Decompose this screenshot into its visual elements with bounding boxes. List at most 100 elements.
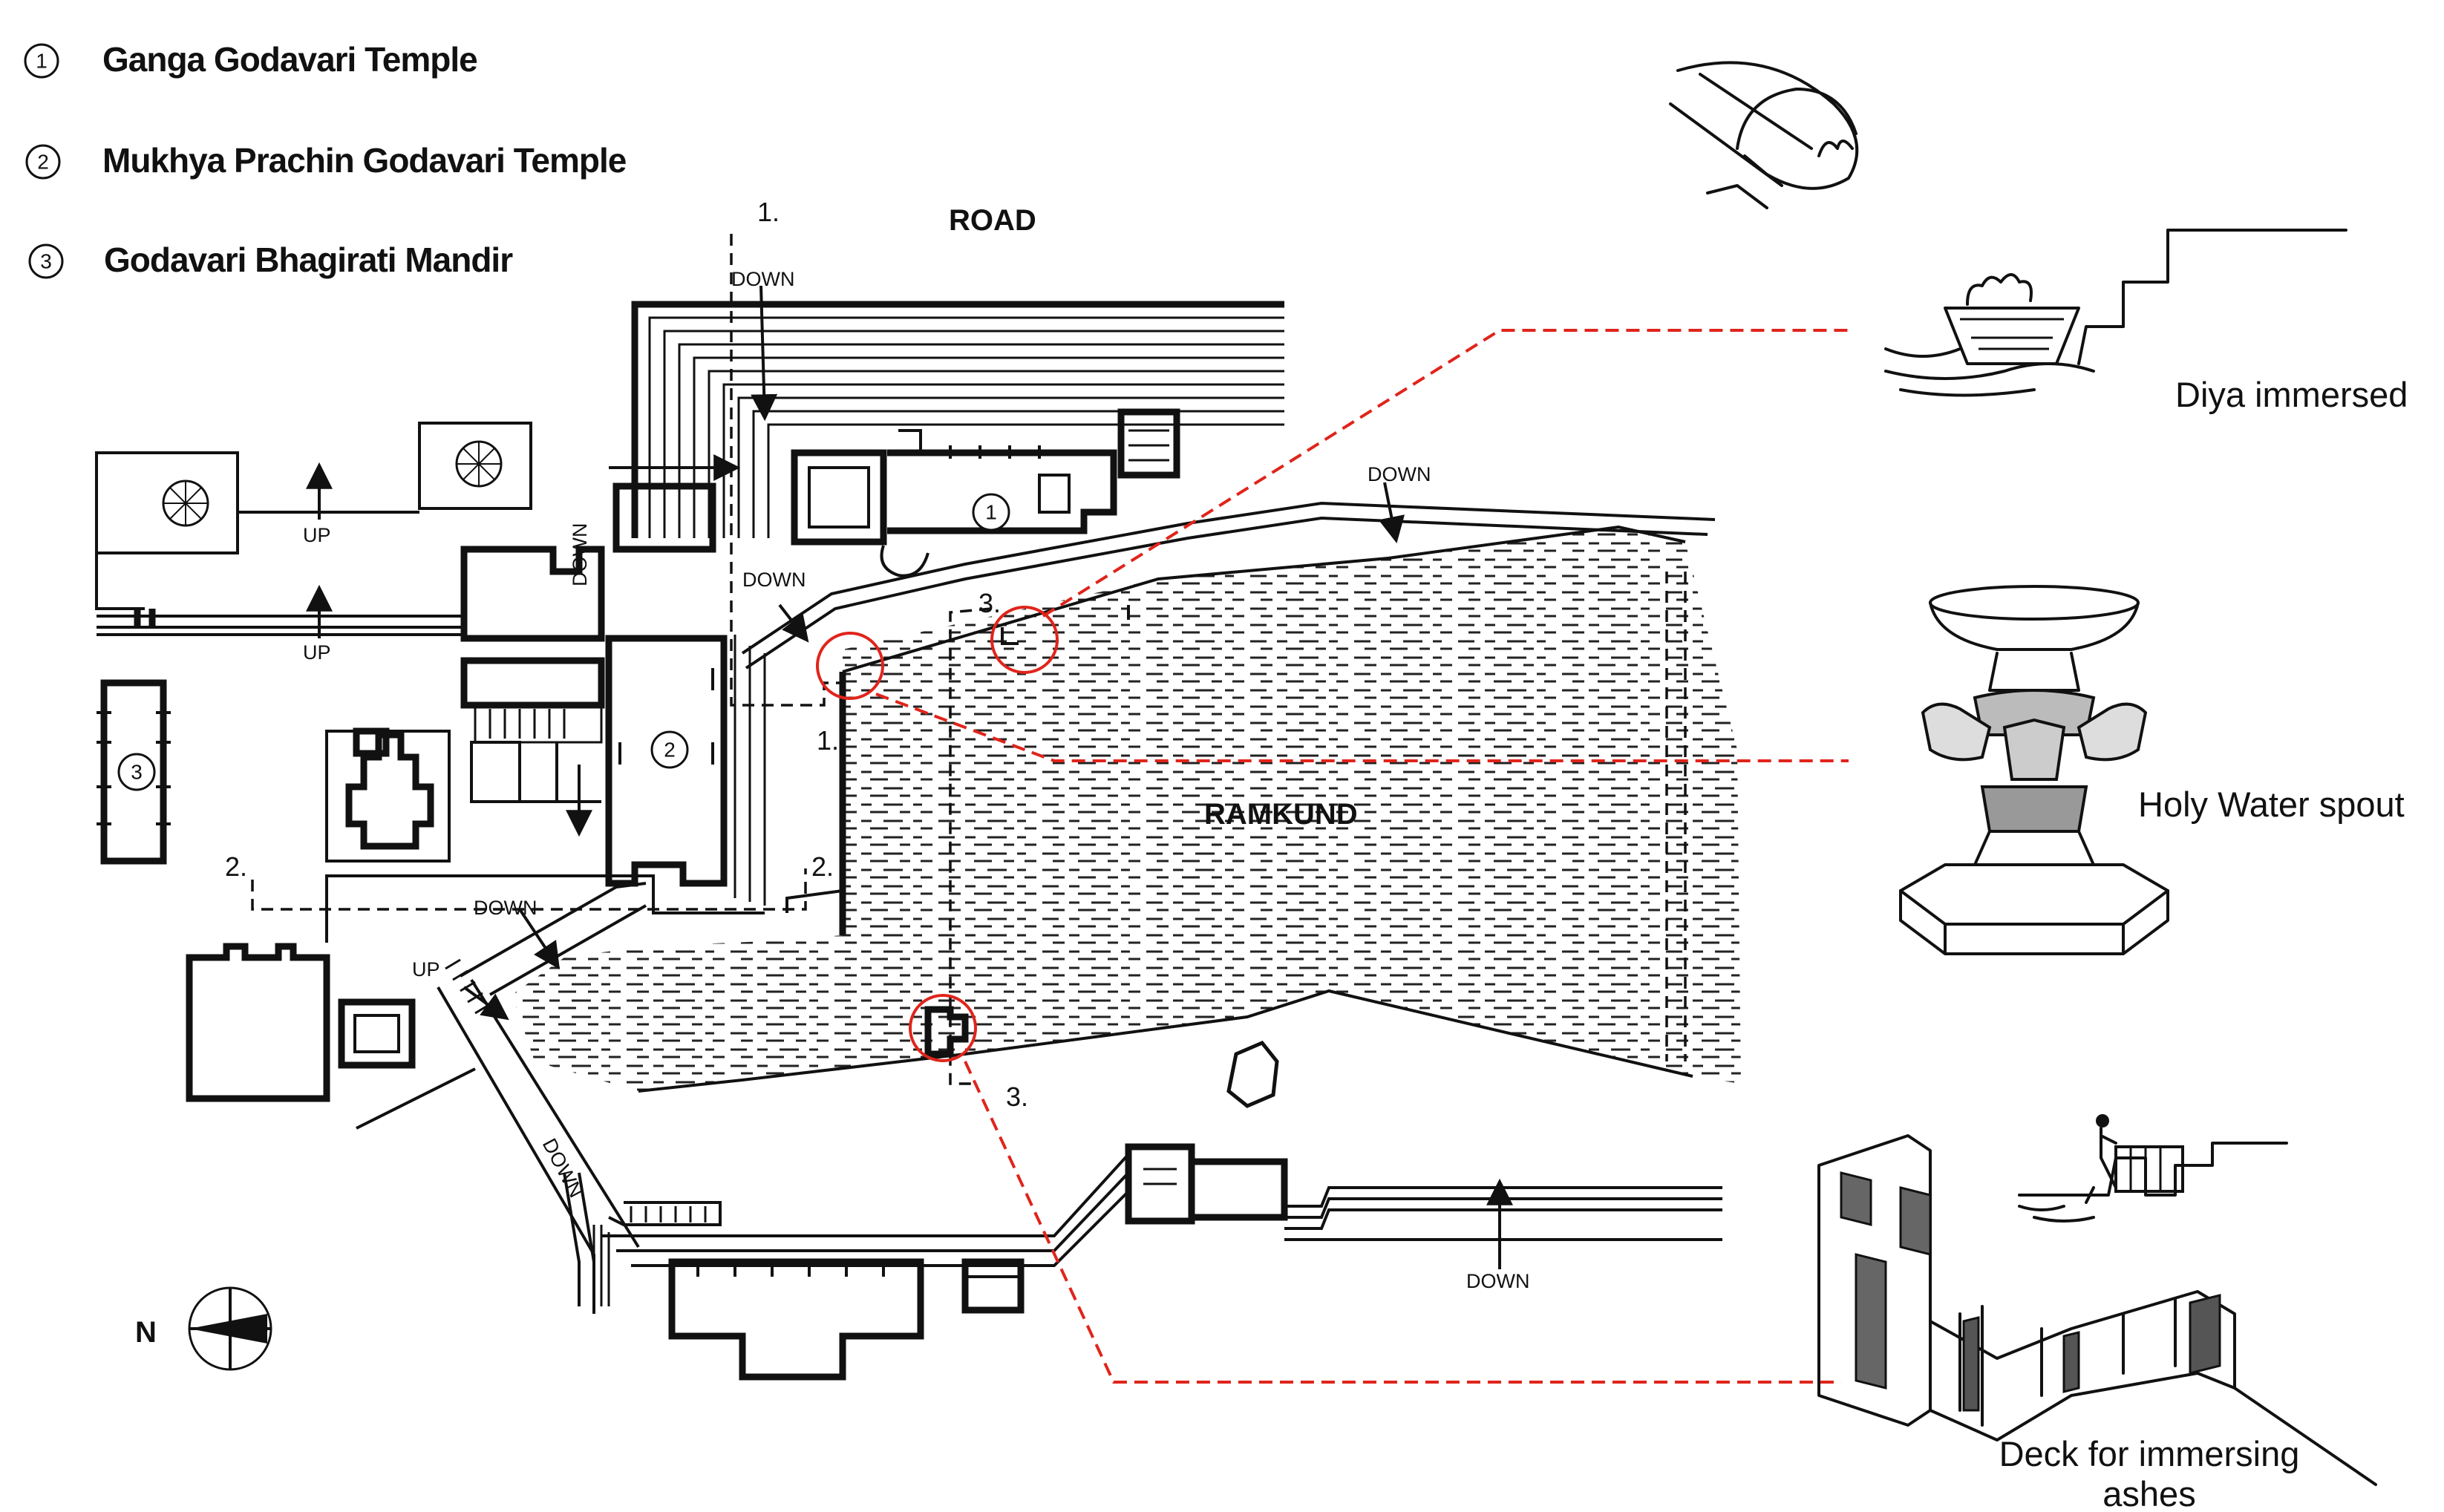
temple-3-number: 3	[131, 761, 143, 784]
legend-number: 1	[36, 50, 48, 73]
legend: 1 Ganga Godavari Temple 2 Mukhya Prachin…	[24, 40, 627, 279]
down-label: DOWN	[1368, 463, 1431, 485]
spout-pillar-band	[1980, 785, 2088, 833]
deck-isometric-shading	[1899, 1186, 1932, 1256]
legend-label: Mukhya Prachin Godavari Temple	[102, 141, 627, 180]
callout-circle-deck	[909, 994, 977, 1062]
lower-stair-treads	[630, 1206, 707, 1223]
deck-person	[2085, 1127, 2117, 1204]
water-edge-steps	[1001, 605, 1130, 645]
deck-isometric-shading	[1840, 1171, 1887, 1390]
down-label: DOWN	[731, 268, 794, 290]
cow-head-right	[2077, 702, 2148, 762]
section-line-1	[730, 234, 843, 707]
legend-number: 3	[40, 250, 52, 273]
temple-3-marker	[117, 753, 156, 791]
stair-treads	[445, 958, 491, 1015]
water-edge-dashed-east	[1665, 572, 1687, 1061]
legend-marker-circle	[24, 43, 59, 79]
callout-label-deck-line2: ashes	[2102, 1474, 2195, 1512]
water-hatch	[512, 527, 1741, 1091]
spout-basin	[1929, 601, 2140, 651]
road-step-lines	[648, 316, 1284, 538]
road-edge-wall	[631, 301, 1284, 538]
legend-item-2: 2 Mukhya Prachin Godavari Temple	[25, 141, 627, 180]
south-temple-columns	[696, 1262, 885, 1277]
section-lines: 1. 1. 2. 2. 3. 3.	[225, 197, 1028, 1112]
west-path-lines	[95, 553, 464, 636]
temple-1-columns	[898, 429, 1041, 459]
deck-person-head	[2096, 1114, 2109, 1128]
deck-leader-line	[2233, 1387, 2377, 1486]
shrine-block	[791, 449, 887, 546]
ghat-step-line	[733, 635, 766, 906]
temple-3-hall	[100, 679, 167, 865]
south-step-lines	[601, 1150, 1130, 1267]
ghat-step-line	[785, 889, 843, 913]
callout-lines	[816, 329, 1849, 1384]
small-shrine-steps	[1128, 429, 1169, 462]
temple-3-complex: 3 UP UP	[95, 422, 532, 865]
temple-2-columns	[618, 668, 714, 765]
down-label: DOWN	[569, 523, 591, 586]
spout-pedestal	[924, 1006, 969, 1058]
diya-vessel	[1944, 307, 2080, 365]
cow-head-left	[1921, 702, 1992, 762]
south-east-step-lines	[1284, 1186, 1722, 1241]
south-shrine-steps	[1143, 1168, 1177, 1185]
water-label: RAMKUND	[1204, 798, 1358, 831]
section-marker-1: 1.	[817, 725, 839, 756]
road-label: ROAD	[949, 204, 1036, 237]
diya-water-ripples	[1884, 347, 2095, 397]
spout-plinth-sides	[1899, 889, 2169, 955]
south-kiosk	[961, 1258, 1025, 1314]
legend-number: 2	[37, 151, 49, 174]
diya-sketch-lines	[1669, 73, 1813, 209]
up-label: UP	[303, 524, 331, 546]
callout-label-diya: Diya immersed	[2175, 375, 2408, 414]
diya-bowl-rim	[1736, 88, 1857, 150]
south-shrine	[1125, 1143, 1195, 1225]
deck-railing	[2114, 1145, 2184, 1193]
legend-item-1: 1 Ganga Godavari Temple	[24, 40, 478, 79]
small-shrine	[338, 998, 416, 1069]
temple-1-porch	[880, 545, 929, 577]
callout-label-spout: Holy Water spout	[2138, 785, 2405, 824]
entrance-block	[612, 482, 716, 553]
down-label: DOWN	[1466, 1270, 1529, 1292]
north-arrow: N	[135, 1286, 272, 1371]
south-shrine-annex	[1192, 1158, 1288, 1221]
garden-plot-east	[418, 422, 532, 510]
north-block	[460, 546, 605, 642]
small-room	[470, 741, 521, 803]
temple-2-main	[605, 635, 728, 887]
water-edge-south	[638, 989, 1693, 1093]
section-line-3	[949, 607, 992, 1085]
up-label: UP	[303, 641, 331, 664]
legend-label: Godavari Bhagirati Mandir	[104, 240, 513, 279]
legend-item-3: 3 Godavari Bhagirati Mandir	[28, 240, 514, 279]
diya-step-profile	[2077, 229, 2169, 365]
callout-circle-spout	[816, 632, 884, 700]
south-temple	[668, 1258, 924, 1381]
down-arrow	[751, 285, 778, 422]
diya-water-lines	[1960, 318, 2064, 350]
stair-edges	[437, 882, 647, 1306]
temple-2-number: 2	[664, 739, 676, 762]
section-marker-2: 2.	[225, 851, 247, 882]
stair-block	[474, 704, 603, 744]
deck-water-ripples	[2018, 1205, 2095, 1223]
section-marker-3: 3.	[1006, 1081, 1028, 1112]
south-path	[325, 874, 765, 943]
temple-2-marker	[650, 730, 689, 769]
ramkund-water	[512, 525, 1741, 1093]
diya-sketch: Diya immersed	[1669, 61, 2408, 414]
garden-plot-west	[95, 451, 239, 554]
spout-pillar-base	[1973, 830, 2095, 866]
down-label: DOWN	[538, 1135, 588, 1202]
small-shrine-inner	[353, 1014, 400, 1053]
temple-3-columns	[97, 711, 171, 825]
